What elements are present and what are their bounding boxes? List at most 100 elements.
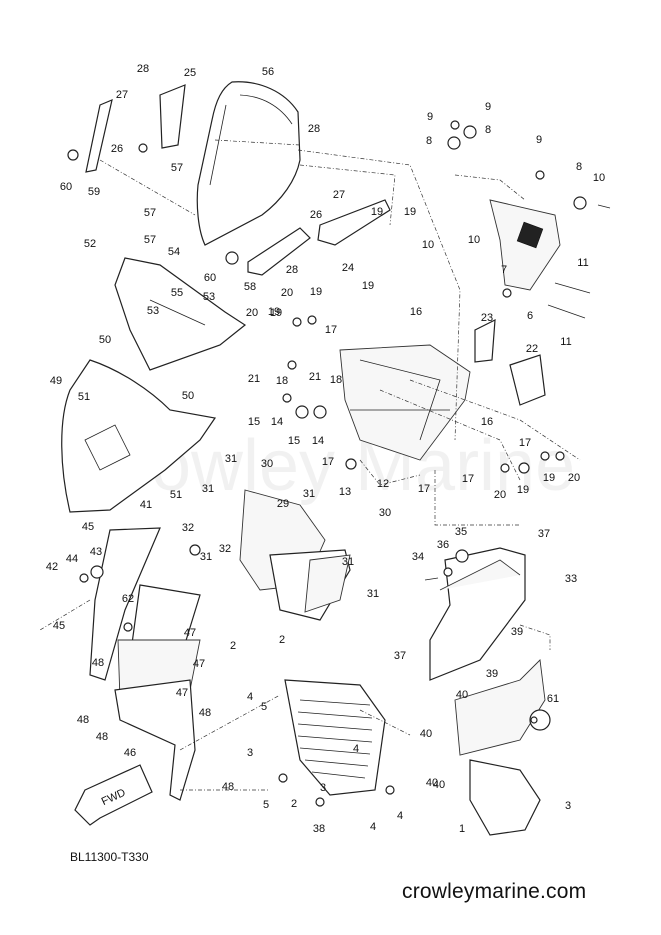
callout-4: 4 [397, 810, 403, 822]
callout-42: 42 [46, 561, 58, 573]
callout-38: 38 [313, 823, 325, 835]
callout-40: 40 [426, 777, 438, 789]
meter-bracket [339, 344, 471, 461]
side-cowl-right [429, 547, 526, 681]
callout-57: 57 [171, 162, 183, 174]
callout-34: 34 [412, 551, 424, 563]
callout-14: 14 [271, 416, 283, 428]
callout-23: 23 [481, 312, 493, 324]
fasteners [67, 120, 587, 807]
callout-31: 31 [225, 453, 237, 465]
small-brackets [474, 318, 546, 406]
callout-56: 56 [262, 66, 274, 78]
callout-5: 5 [261, 701, 267, 713]
callout-17: 17 [519, 437, 531, 449]
callout-2: 2 [279, 634, 285, 646]
callout-48: 48 [96, 731, 108, 743]
callout-19: 19 [404, 206, 416, 218]
callout-27: 27 [333, 189, 345, 201]
callout-33: 33 [565, 573, 577, 585]
callout-4: 4 [247, 691, 253, 703]
callout-37: 37 [538, 528, 550, 540]
callout-62: 62 [122, 593, 134, 605]
callout-32: 32 [219, 543, 231, 555]
callout-1: 1 [459, 823, 465, 835]
callout-15: 15 [248, 416, 260, 428]
callout-9: 9 [536, 134, 542, 146]
callout-40: 40 [433, 779, 445, 791]
callout-29: 29 [277, 498, 289, 510]
website-link[interactable]: crowleymarine.com [402, 880, 587, 903]
callout-31: 31 [200, 551, 212, 563]
callout-25: 25 [184, 67, 196, 79]
callout-31: 31 [202, 483, 214, 495]
callout-45: 45 [82, 521, 94, 533]
windshield [196, 81, 301, 246]
callout-17: 17 [322, 456, 334, 468]
callout-59: 59 [88, 186, 100, 198]
callout-17: 17 [418, 483, 430, 495]
upper-cowling [114, 257, 247, 371]
callout-49: 49 [50, 375, 62, 387]
callout-50: 50 [99, 334, 111, 346]
callout-18: 18 [330, 374, 342, 386]
callout-10: 10 [422, 239, 434, 251]
callout-27: 27 [116, 89, 128, 101]
callout-20: 20 [494, 489, 506, 501]
callout-41: 41 [140, 499, 152, 511]
callout-54: 54 [168, 246, 180, 258]
callout-4: 4 [370, 821, 376, 833]
callout-9: 9 [485, 101, 491, 113]
forward-arrow: FWD [74, 764, 153, 826]
callout-26: 26 [310, 209, 322, 221]
callout-51: 51 [170, 489, 182, 501]
callout-20: 20 [246, 307, 258, 319]
callout-28: 28 [308, 123, 320, 135]
diagram-code: BL11300-T330 [70, 850, 149, 864]
lower-cowl-right [454, 659, 551, 836]
callout-3: 3 [247, 747, 253, 759]
callout-48: 48 [199, 707, 211, 719]
callout-21: 21 [309, 371, 321, 383]
callout-8: 8 [485, 124, 491, 136]
callout-19: 19 [310, 286, 322, 298]
callout-57: 57 [144, 207, 156, 219]
callout-60: 60 [60, 181, 72, 193]
callout-21: 21 [248, 373, 260, 385]
callout-44: 44 [66, 553, 78, 565]
callout-46: 46 [124, 747, 136, 759]
callout-22: 22 [526, 343, 538, 355]
callout-40: 40 [456, 689, 468, 701]
callout-43: 43 [90, 546, 102, 558]
callout-19: 19 [268, 306, 280, 318]
callout-39: 39 [511, 626, 523, 638]
front-cowling [61, 359, 217, 513]
callout-3: 3 [565, 800, 571, 812]
callout-20: 20 [281, 287, 293, 299]
callout-19: 19 [362, 280, 374, 292]
callout-61: 61 [547, 693, 559, 705]
callout-52: 52 [84, 238, 96, 250]
callout-37: 37 [394, 650, 406, 662]
assembly-lines [39, 139, 581, 791]
callout-39: 39 [486, 668, 498, 680]
callout-6: 6 [527, 310, 533, 322]
callout-17: 17 [462, 473, 474, 485]
callout-2: 2 [230, 640, 236, 652]
callout-8: 8 [576, 161, 582, 173]
callout-11: 11 [560, 336, 571, 348]
callout-40: 40 [420, 728, 432, 740]
stay-bracket-right [489, 199, 561, 291]
callout-10: 10 [593, 172, 605, 184]
callout-19: 19 [543, 472, 555, 484]
callout-48: 48 [222, 781, 234, 793]
callout-36: 36 [437, 539, 449, 551]
callout-19: 19 [517, 484, 529, 496]
callout-31: 31 [303, 488, 315, 500]
callout-28: 28 [137, 63, 149, 75]
inner-panel-left [239, 489, 351, 621]
callout-58: 58 [244, 281, 256, 293]
callout-26: 26 [111, 143, 123, 155]
callout-20: 20 [568, 472, 580, 484]
callout-48: 48 [77, 714, 89, 726]
